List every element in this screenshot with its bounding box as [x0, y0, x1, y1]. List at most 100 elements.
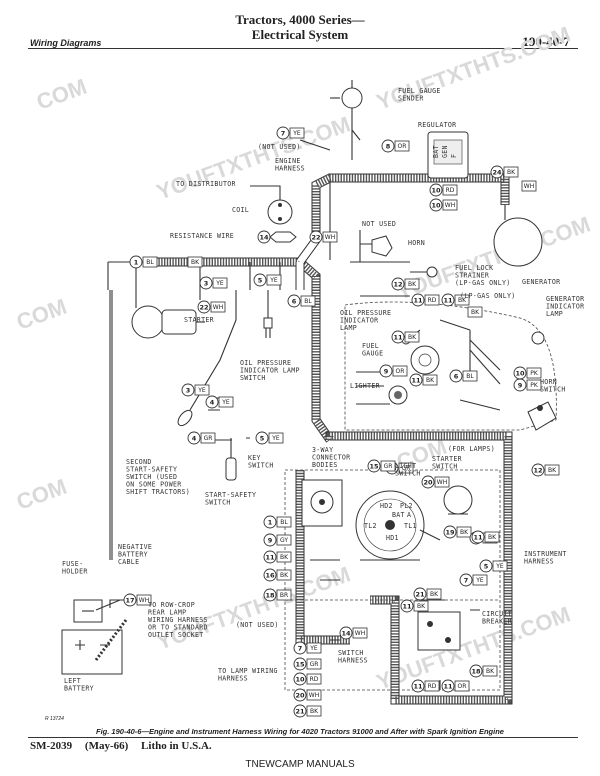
wire-color-label: YE	[194, 384, 210, 396]
wire-number: 9	[263, 533, 277, 547]
svg-text:BK: BK	[280, 572, 289, 579]
svg-text:YE: YE	[475, 577, 484, 584]
wire-color-label: BK	[467, 306, 483, 318]
wire-color-label: WH	[434, 476, 450, 488]
svg-text:GR: GR	[402, 465, 411, 472]
switch-pin-label: A	[407, 511, 411, 519]
regulator	[427, 131, 469, 179]
switch-pin-label: PL2	[400, 502, 413, 510]
wire-color-label: WH	[322, 231, 338, 243]
svg-text:BK: BK	[460, 529, 469, 536]
wire-number: 11	[263, 550, 277, 564]
svg-text:WH: WH	[445, 202, 455, 209]
watermark-text: YOUFTXTHTS.COM	[393, 211, 593, 304]
wire-color-label: YE	[492, 560, 508, 572]
svg-text:OR: OR	[458, 683, 467, 690]
wire-number: 15	[367, 459, 381, 473]
wire-tag: BK	[187, 256, 203, 268]
label-coil: COIL	[232, 206, 249, 214]
wire-color-label: BK	[544, 464, 560, 476]
wire-color-label: RD	[306, 673, 322, 685]
svg-text:6: 6	[454, 372, 459, 380]
wire-color-label: BK	[276, 569, 292, 581]
svg-text:YE: YE	[271, 435, 280, 442]
wire-color-label: OR	[454, 680, 470, 692]
resistance-wire	[269, 231, 297, 243]
wire-color-label: GR	[380, 460, 396, 472]
wire-color-label: BK	[456, 526, 472, 538]
wire-number: 11	[391, 330, 405, 344]
wire-number: 11	[441, 679, 455, 693]
wire-number: 7	[459, 573, 473, 587]
svg-text:20: 20	[295, 691, 305, 699]
wire-number: 18	[263, 588, 277, 602]
wire-number: 10	[429, 198, 443, 212]
wire-color-label: OR	[392, 365, 408, 377]
wire-number: 8	[381, 139, 395, 153]
svg-text:YE: YE	[292, 130, 301, 137]
svg-text:BL: BL	[280, 519, 288, 526]
wire-number: 18	[469, 664, 483, 678]
wire-number: 5	[479, 559, 493, 573]
svg-text:10: 10	[295, 675, 305, 683]
wire-color-label: WH	[521, 180, 537, 192]
wire-color-label: OR	[394, 140, 410, 152]
svg-text:7: 7	[464, 576, 469, 584]
wire-color-label: BK	[404, 331, 420, 343]
wire-color-label: RD	[424, 294, 440, 306]
svg-text:22: 22	[311, 233, 320, 241]
starter	[131, 305, 205, 339]
print-date: (May-66)	[84, 740, 129, 752]
svg-text:1: 1	[134, 258, 139, 266]
wire-number: 7	[293, 641, 307, 655]
svg-text:YE: YE	[309, 645, 318, 652]
wire-color-label: BK	[187, 256, 203, 268]
label-generator: GENERATOR	[522, 278, 560, 286]
svg-text:BK: BK	[507, 169, 516, 176]
wire-number: 7	[276, 126, 290, 140]
key-switch-component	[301, 479, 343, 527]
wire-number: 3	[199, 276, 213, 290]
wire-tag: 7 YE	[459, 573, 488, 587]
branch-wires	[95, 130, 501, 690]
svg-text:5: 5	[258, 276, 263, 284]
wire-number: 6	[449, 369, 463, 383]
wire-color-label: WH	[306, 689, 322, 701]
wire-number: 12	[531, 463, 545, 477]
svg-text:8: 8	[386, 142, 391, 150]
svg-text:17: 17	[125, 596, 134, 604]
wire-color-label: YE	[289, 127, 305, 139]
second-start-safety-switch	[177, 319, 237, 427]
label-not-used-bottom: (NOT USED)	[236, 621, 279, 629]
fuel-gauge	[410, 345, 440, 375]
label-lighter: LIGHTER	[350, 382, 380, 390]
svg-text:BK: BK	[488, 534, 497, 541]
svg-text:21: 21	[415, 590, 425, 598]
title-line-2: Electrical System	[251, 27, 349, 42]
svg-text:15: 15	[295, 660, 305, 668]
wire-number: 11	[441, 293, 455, 307]
instrument-panel-outline	[344, 301, 557, 431]
svg-text:22: 22	[199, 303, 208, 311]
